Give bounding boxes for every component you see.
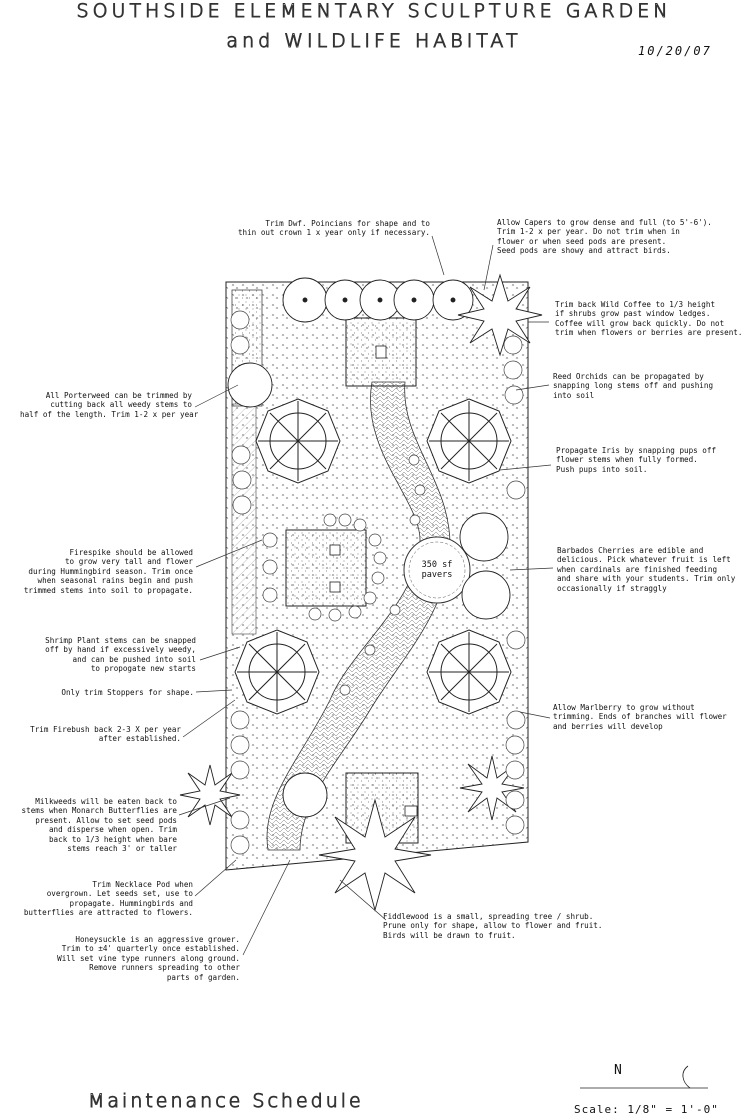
scale-label: Scale: 1/8" = 1'-0" bbox=[574, 1103, 719, 1116]
note-reed-orchids: Reed Orchids can be propagated by snappi… bbox=[553, 372, 714, 400]
canopy-trees bbox=[234, 398, 512, 715]
pavers-label: pavers bbox=[421, 570, 453, 580]
note-honeysuckle: Honeysuckle is an aggressive grower. Tri… bbox=[57, 935, 240, 982]
note-firebush: Trim Firebush back 2-3 X per year after … bbox=[30, 725, 181, 744]
north-arrow bbox=[580, 1065, 708, 1089]
left-bed-hatch bbox=[231, 403, 257, 635]
top-shrubs bbox=[227, 277, 474, 408]
note-firespike: Firespike should be allowed to grow very… bbox=[23, 548, 193, 595]
plan-title: SOUTHSIDE ELEMENTARY SCULPTURE GARDEN bbox=[76, 0, 672, 23]
north-label: N bbox=[614, 1063, 622, 1078]
maintenance-schedule-heading: Maintenance Schedule bbox=[88, 1090, 364, 1113]
plan-subtitle: and WILDLIFE HABITAT bbox=[226, 30, 522, 53]
note-barbados-cherries: Barbados Cherries are edible and delicio… bbox=[557, 546, 736, 593]
note-necklace-pod: Trim Necklace Pod when overgrown. Let se… bbox=[23, 880, 193, 918]
note-porterweed: All Porterweed can be trimmed by cutting… bbox=[20, 391, 199, 419]
sculpture-pad-middle bbox=[285, 529, 367, 607]
plan-date: 10/20/07 bbox=[638, 44, 712, 58]
note-wild-coffee: Trim back Wild Coffee to 1/3 height if s… bbox=[555, 300, 743, 338]
leader-lines bbox=[178, 235, 554, 956]
cherry-shrubs bbox=[282, 512, 511, 818]
note-shrimp-plant: Shrimp Plant stems can be snapped off by… bbox=[45, 636, 196, 674]
note-marlberry: Allow Marlberry to grow without trimming… bbox=[553, 703, 727, 731]
note-capers: Allow Capers to grow dense and full (to … bbox=[497, 218, 712, 256]
note-stoppers: Only trim Stoppers for shape. bbox=[61, 688, 194, 697]
pavers-area-label: 350 sf bbox=[421, 560, 453, 570]
note-fiddlewood: Fiddlewood is a small, spreading tree / … bbox=[383, 912, 603, 940]
edge-shrubs bbox=[230, 310, 526, 855]
note-poinciana: Trim Dwf. Poincians for shape and to thi… bbox=[237, 219, 430, 238]
note-iris: Propagate Iris by snapping pups off flow… bbox=[556, 446, 717, 474]
note-milkweeds: Milkweeds will be eaten back to stems wh… bbox=[21, 797, 177, 854]
pavers-circle bbox=[403, 536, 471, 604]
